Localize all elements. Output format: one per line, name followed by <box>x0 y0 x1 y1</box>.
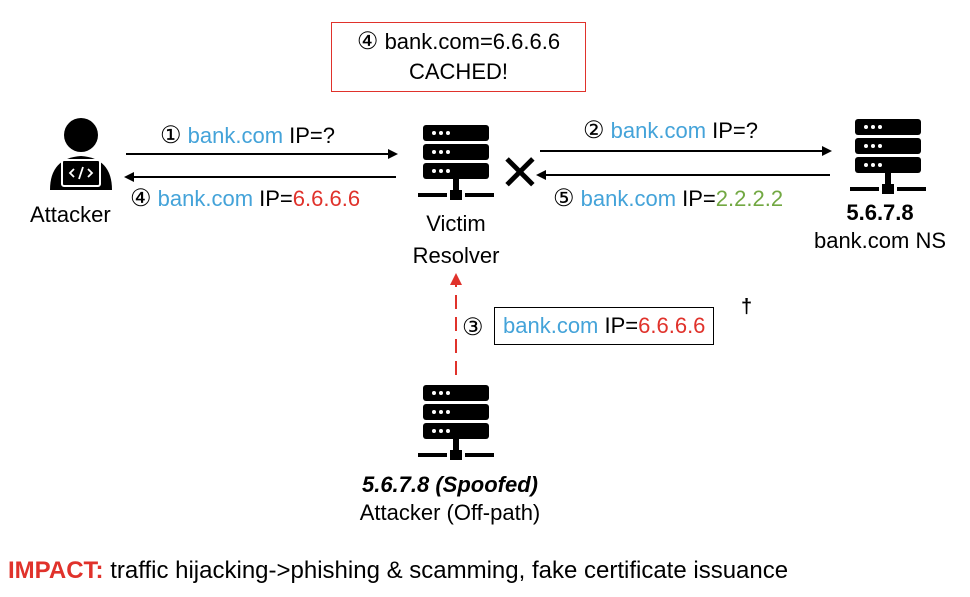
step-number: ④ <box>356 28 379 55</box>
step-number: ② <box>583 117 605 144</box>
impact-label: IMPACT: <box>8 557 104 584</box>
impact-text: traffic hijacking->phishing & scamming, … <box>103 557 789 584</box>
hacker-icon <box>50 118 112 190</box>
cache-box: ④ bank.com=6.6.6.6 CACHED! <box>331 22 586 92</box>
cache-status: CACHED! <box>408 59 508 84</box>
record-text: IP=? <box>706 118 759 143</box>
nameserver-ip: 5.6.7.8 <box>846 200 914 225</box>
step-number: ③ <box>462 314 484 341</box>
nameserver-name: bank.com NS <box>813 228 947 253</box>
domain-name: bank.com <box>157 186 254 211</box>
resolver-label-line2: Resolver <box>412 243 500 268</box>
resolver-label: Victim Resolver <box>396 208 516 272</box>
real-ip: 2.2.2.2 <box>715 186 784 211</box>
message-query-2: ② bank.com IP=? <box>583 116 758 145</box>
domain-name: bank.com <box>610 118 707 143</box>
cache-line-1: ④ bank.com=6.6.6.6 <box>332 27 585 57</box>
record-text: IP= <box>676 186 716 211</box>
dagger-mark: † <box>741 296 753 318</box>
record-text: IP= <box>253 186 293 211</box>
resolver-label-line1: Victim <box>426 211 486 236</box>
server-icon <box>418 125 494 200</box>
domain-name: bank.com <box>580 186 677 211</box>
spoofed-record-box: bank.com IP=6.6.6.6 <box>494 307 715 345</box>
domain-name: bank.com <box>187 123 284 148</box>
message-query-1: ① bank.com IP=? <box>160 121 335 150</box>
domain-name: bank.com <box>503 313 599 338</box>
step-number: ① <box>160 122 182 149</box>
step-number: ⑤ <box>553 185 575 212</box>
message-response-4: ④ bank.com IP=6.6.6.6 <box>130 184 360 213</box>
offpath-attacker-label: 5.6.7.8 (Spoofed) Attacker (Off-path) <box>330 471 570 527</box>
nameserver-label: 5.6.7.8 bank.com NS <box>800 199 960 255</box>
offpath-name: Attacker (Off-path) <box>359 500 541 525</box>
server-icon <box>850 119 926 194</box>
step-number: ④ <box>130 185 152 212</box>
impact-statement: IMPACT: traffic hijacking->phishing & sc… <box>8 557 788 585</box>
message-spoofed-3: ③ <box>462 313 484 342</box>
offpath-ip: 5.6.7.8 (Spoofed) <box>361 472 539 497</box>
message-response-5: ⑤ bank.com IP=2.2.2.2 <box>553 184 783 213</box>
attacker-label: Attacker <box>30 202 111 227</box>
server-icon <box>418 385 494 460</box>
spoofed-ip: 6.6.6.6 <box>292 186 361 211</box>
blocked-mark: ✕ <box>499 144 541 202</box>
record-text: IP=? <box>283 123 336 148</box>
spoofed-ip: 6.6.6.6 <box>638 313 706 338</box>
record-text: IP= <box>598 313 639 338</box>
cache-entry: bank.com=6.6.6.6 <box>384 29 561 54</box>
